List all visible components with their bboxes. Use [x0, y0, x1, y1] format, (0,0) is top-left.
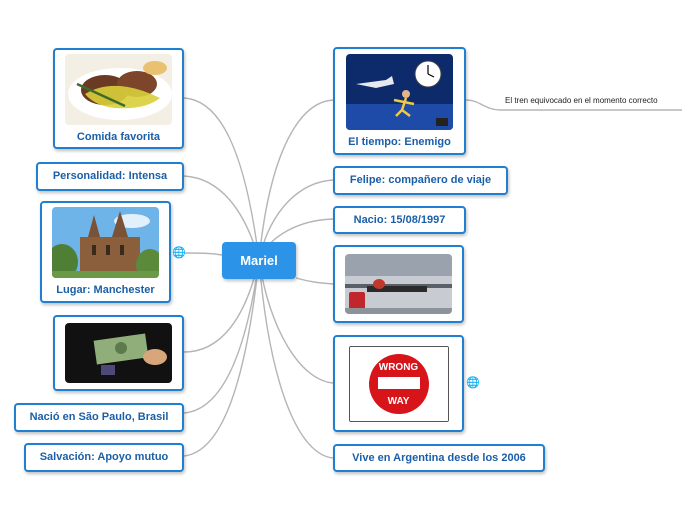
central-topic[interactable]: Mariel: [222, 242, 296, 279]
way-label: WAY: [350, 396, 448, 407]
node-nacio-sao-paulo[interactable]: Nació en São Paulo, Brasil: [14, 403, 184, 432]
manchester-image: [52, 207, 159, 278]
connector-salvacion: [184, 260, 259, 456]
connector-waiting: [296, 278, 333, 284]
central-topic-label: Mariel: [240, 253, 278, 268]
personalidad-label: Personalidad: Intensa: [53, 170, 167, 183]
vive-argentina-label: Vive en Argentina desde los 2006: [352, 452, 526, 465]
nacio-sao-paulo-label: Nació en São Paulo, Brasil: [30, 411, 169, 424]
wrong-way-sign-image: WRONG WAY: [349, 346, 449, 422]
globe-icon[interactable]: 🌐: [172, 246, 186, 259]
node-personalidad[interactable]: Personalidad: Intensa: [36, 162, 184, 191]
felipe-label: Felipe: compañero de viaje: [350, 174, 491, 187]
node-nacio-fecha[interactable]: Nacio: 15/08/1997: [333, 206, 466, 234]
salvacion-label: Salvación: Apoyo mutuo: [40, 451, 169, 464]
node-comida-favorita[interactable]: Comida favorita: [53, 48, 184, 149]
node-wrong-way[interactable]: WRONG WAY: [333, 335, 464, 432]
node-el-tiempo[interactable]: El tiempo: Enemigo: [333, 47, 466, 155]
food-image: [65, 54, 172, 125]
globe-icon[interactable]: 🌐: [466, 376, 480, 389]
time-enemy-image: [346, 54, 453, 130]
node-waiting-image[interactable]: [333, 245, 464, 323]
node-money-image[interactable]: [53, 315, 184, 391]
el-tiempo-label: El tiempo: Enemigo: [348, 136, 451, 149]
money-image: [65, 323, 172, 383]
connector-lugar: [184, 253, 222, 255]
node-lugar-manchester[interactable]: Lugar: Manchester: [40, 201, 171, 303]
nacio-fecha-label: Nacio: 15/08/1997: [354, 214, 446, 227]
node-vive-argentina[interactable]: Vive en Argentina desde los 2006: [333, 444, 545, 472]
wrong-label: WRONG: [350, 362, 448, 373]
note-tren-equivocado: El tren equivocado en el momento correct…: [505, 96, 658, 105]
airport-wait-image: [345, 254, 452, 314]
node-felipe[interactable]: Felipe: compañero de viaje: [333, 166, 508, 195]
connector-tiempo: [259, 100, 333, 260]
lugar-label: Lugar: Manchester: [56, 284, 154, 297]
connector-comida: [184, 98, 259, 260]
node-salvacion[interactable]: Salvación: Apoyo mutuo: [24, 443, 184, 472]
comida-favorita-label: Comida favorita: [77, 131, 160, 144]
